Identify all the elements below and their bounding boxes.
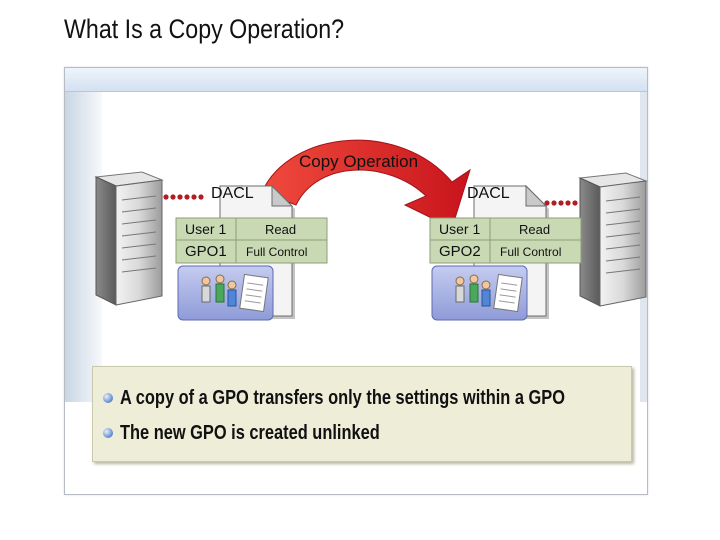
source-permission-cell: Read <box>265 222 297 237</box>
source-link-dots <box>163 194 204 200</box>
bullet-item: The new GPO is created unlinked <box>103 418 437 448</box>
target-dacl-label: DACL <box>467 185 510 202</box>
source-server-icon <box>94 171 164 306</box>
target-server-icon <box>578 172 648 307</box>
target-control-cell: Full Control <box>500 245 562 259</box>
source-control-cell: Full Control <box>246 245 308 259</box>
bullet-text: A copy of a GPO transfers only the setti… <box>120 386 566 409</box>
source-dacl-label: DACL <box>211 185 254 202</box>
source-user-cell: User 1 <box>185 221 227 237</box>
target-gpo-cell: GPO2 <box>439 243 481 260</box>
key-points-box: A copy of a GPO transfers only the setti… <box>92 366 632 462</box>
target-permission-cell: Read <box>519 222 551 237</box>
target-group-policy-icon <box>431 265 528 321</box>
bullet-icon <box>103 393 113 403</box>
copy-operation-label: Copy Operation <box>299 152 419 171</box>
panel-header-bar <box>65 68 647 92</box>
source-gpo-cell: GPO1 <box>185 243 227 260</box>
bullet-icon <box>103 428 113 438</box>
slide-title: What Is a Copy Operation? <box>64 14 345 44</box>
bullet-text: The new GPO is created unlinked <box>120 421 380 444</box>
bullet-item: A copy of a GPO transfers only the setti… <box>103 383 663 413</box>
copy-arrow <box>261 139 471 229</box>
source-group-policy-icon <box>177 265 274 321</box>
target-user-cell: User 1 <box>439 221 481 237</box>
